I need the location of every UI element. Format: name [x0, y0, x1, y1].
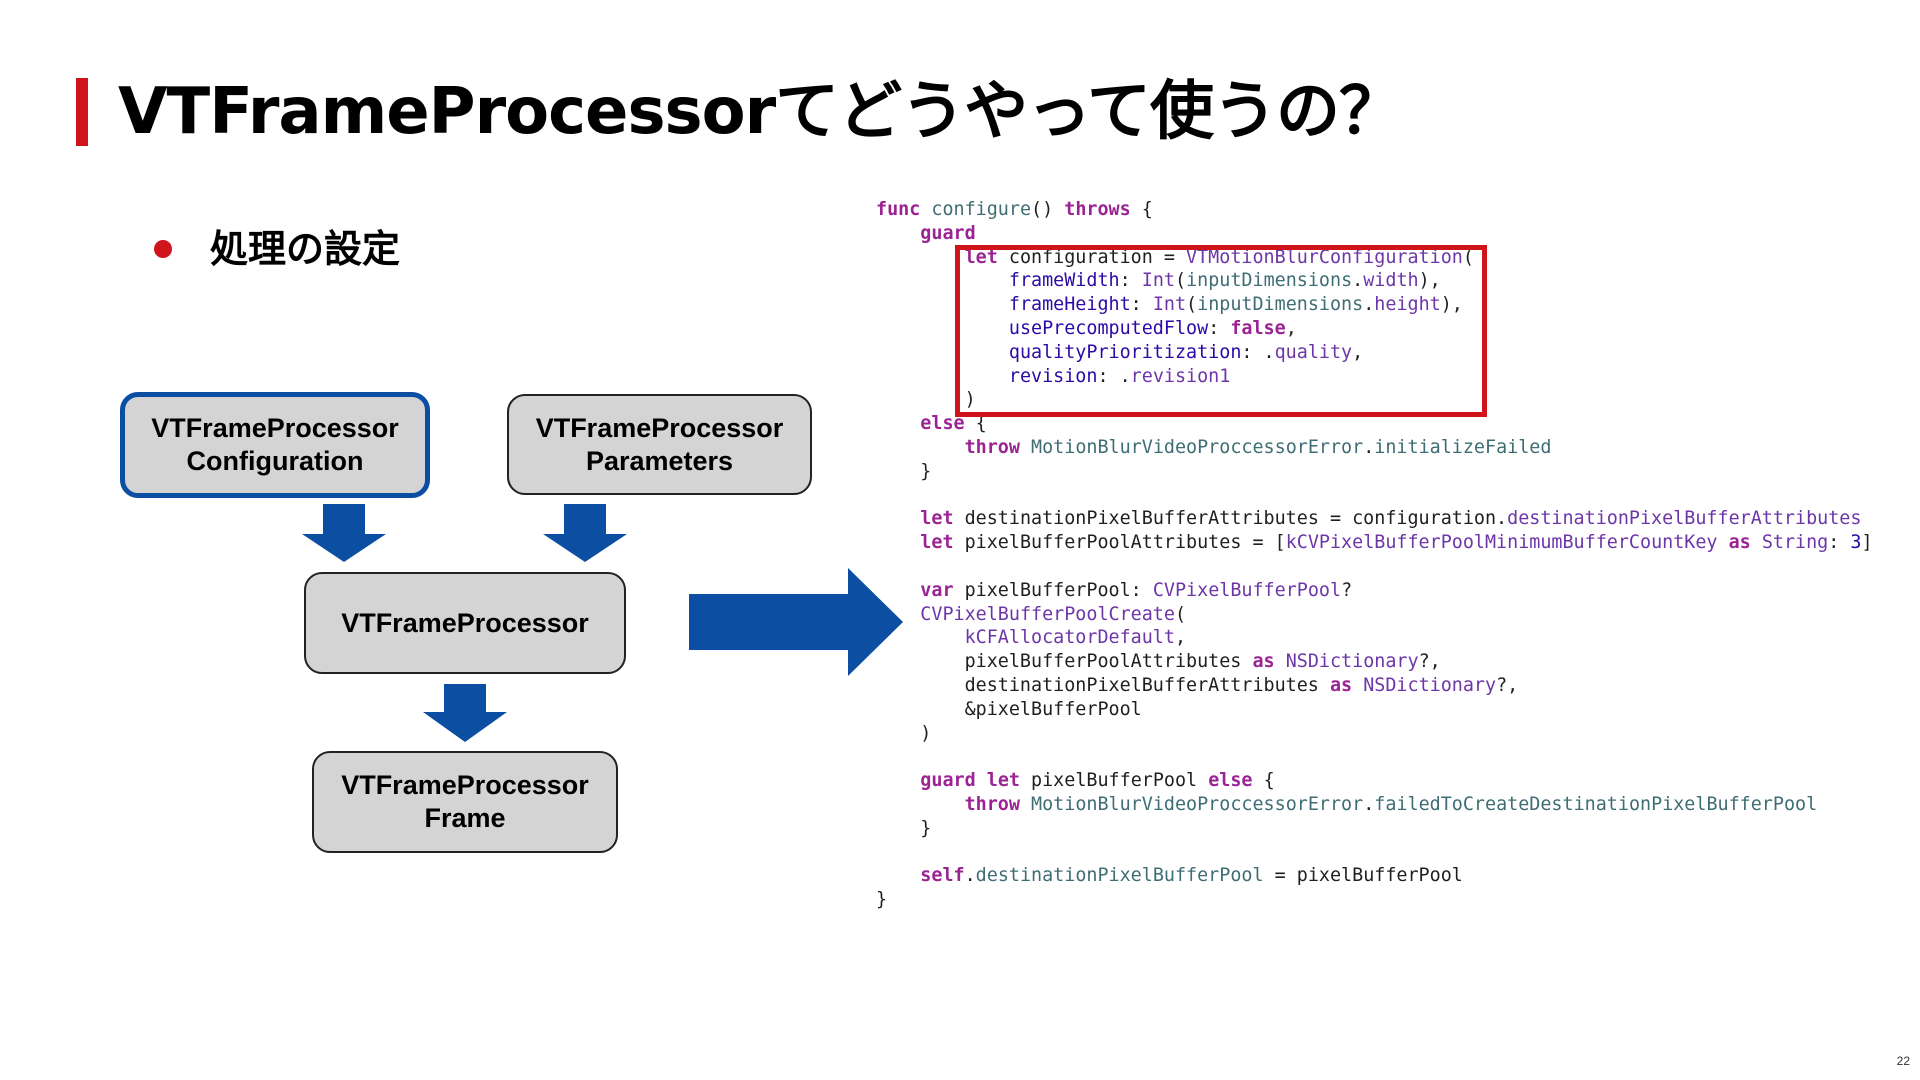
code-line: ​: [876, 555, 1873, 579]
code-line: self.destinationPixelBufferPool = pixelB…: [920, 865, 1463, 887]
node-parameters-line1: VTFrameProcessor: [535, 412, 784, 443]
bullet-dot-icon: [154, 240, 172, 258]
arrow-processor-to-frame: [423, 684, 507, 742]
code-line: guard: [920, 222, 976, 244]
code-line: qualityPrioritization: .quality,: [1008, 341, 1364, 363]
node-parameters: VTFrameProcessor Parameters: [507, 394, 812, 495]
node-processor-line1: VTFrameProcessor: [341, 607, 589, 638]
code-line: ): [876, 722, 932, 744]
code-line: else {: [920, 413, 987, 435]
code-line: }: [876, 889, 888, 911]
arrow-parameters-to-processor: [543, 504, 627, 562]
code-line: }: [876, 460, 932, 482]
code-line: let pixelBufferPoolAttributes = [kCVPixe…: [920, 532, 1873, 554]
node-configuration-line2: Configuration: [186, 446, 364, 476]
code-highlight-box: [955, 245, 1487, 417]
code-line: ​: [876, 841, 1873, 865]
title-accent-bar: [76, 78, 88, 146]
code-listing: func configure() throws { guard let conf…: [876, 198, 1873, 912]
page-number: 22: [1896, 1054, 1910, 1068]
slide-title: VTFrameProcessorてどうやって使うの？: [118, 75, 1403, 149]
node-frame-line2: Frame: [424, 803, 506, 833]
bullet-text: 処理の設定: [210, 227, 401, 271]
arrow-configuration-to-processor: [302, 504, 386, 562]
node-processor: VTFrameProcessor: [304, 572, 626, 674]
code-line: }: [876, 817, 932, 839]
code-line: ): [876, 389, 976, 411]
code-line: ​: [876, 745, 1873, 769]
code-line: func configure() throws {: [876, 199, 1153, 220]
code-line: throw MotionBlurVideoProccessorError.fai…: [964, 793, 1818, 815]
node-frame-line1: VTFrameProcessor: [341, 770, 589, 800]
code-line: CVPixelBufferPoolCreate(: [920, 603, 1187, 625]
node-parameters-line2: Parameters: [585, 445, 734, 476]
node-frame: VTFrameProcessor Frame: [312, 751, 618, 853]
code-line: var pixelBufferPool: CVPixelBufferPool?: [920, 579, 1353, 601]
code-line: &pixelBufferPool: [876, 698, 1142, 720]
node-configuration-line1: VTFrameProcessor: [151, 413, 399, 443]
code-line: kCFAllocatorDefault,: [964, 627, 1187, 649]
code-line: throw MotionBlurVideoProccessorError.ini…: [964, 436, 1552, 458]
code-line: let destinationPixelBufferAttributes = c…: [920, 508, 1862, 530]
code-line: revision: .revision1: [1008, 365, 1231, 387]
code-line: destinationPixelBufferAttributes as NSDi…: [876, 674, 1519, 696]
code-line: guard let pixelBufferPool else {: [920, 770, 1275, 792]
code-line: frameWidth: Int(inputDimensions.width),: [1008, 270, 1441, 292]
code-line: frameHeight: Int(inputDimensions.height)…: [1008, 294, 1463, 316]
arrow-diagram-to-code: [689, 568, 903, 676]
code-line: pixelBufferPoolAttributes as NSDictionar…: [876, 651, 1441, 673]
code-line: let configuration = VTMotionBlurConfigur…: [964, 246, 1474, 268]
code-line: usePrecomputedFlow: false,: [1008, 317, 1297, 339]
node-configuration: VTFrameProcessor Configuration: [120, 392, 430, 498]
code-line: ​: [876, 484, 1873, 508]
